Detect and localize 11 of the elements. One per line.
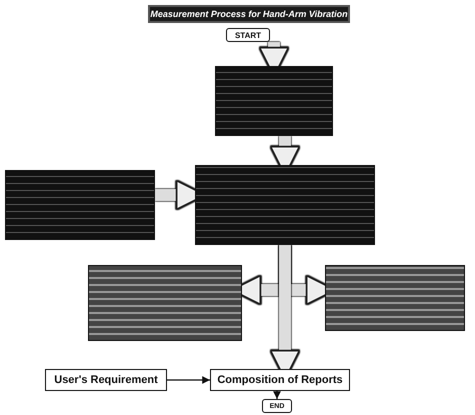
text-panel (215, 66, 333, 136)
title-banner: Measurement Process for Hand-Arm Vibration (148, 5, 350, 23)
process-box: User's Requirement (45, 369, 167, 391)
arrow (273, 391, 281, 399)
process-box: Composition of Reports (210, 369, 350, 391)
text-panel (5, 170, 155, 240)
arrow (167, 376, 210, 384)
text-panel (88, 265, 242, 341)
text-panel (325, 265, 465, 331)
terminal-box: START (226, 28, 270, 42)
text-panel (195, 165, 375, 245)
